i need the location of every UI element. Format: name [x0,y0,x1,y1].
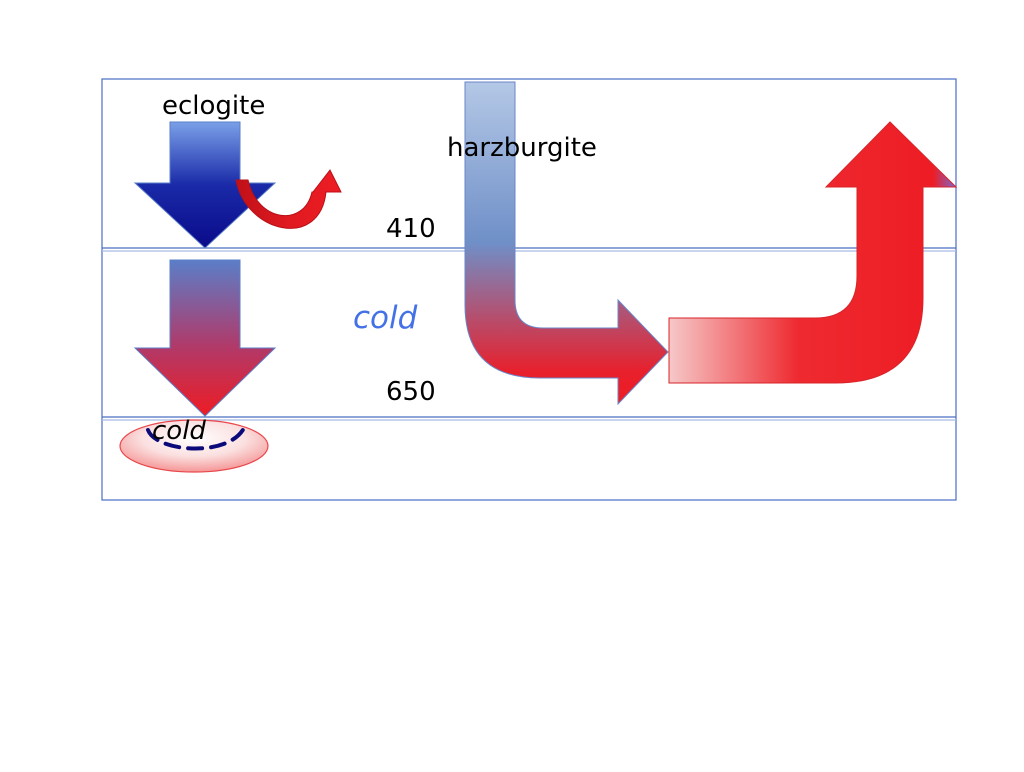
eclogite-down-arrow-mid [133,259,277,417]
cold-pool-dashed-arc [146,426,246,451]
boundary-650 [102,416,956,421]
depth-410-label: 410 [386,214,436,244]
cold-pool-label: cold [152,416,206,446]
diagram-frame [101,78,957,501]
harzburgite-label: harzburgite [447,133,597,163]
harzburgite-bent-arrow [464,81,669,406]
cold-transition-zone-label: cold [353,300,418,336]
depth-650-label: 650 [386,377,436,407]
eclogite-down-arrow-top [133,121,277,249]
upwelling-red-arrow [668,121,958,384]
boundary-410 [102,247,956,252]
cold-pool-ellipse [119,419,269,473]
small-curved-red-arrow [235,169,342,229]
eclogite-label: eclogite [162,91,266,121]
